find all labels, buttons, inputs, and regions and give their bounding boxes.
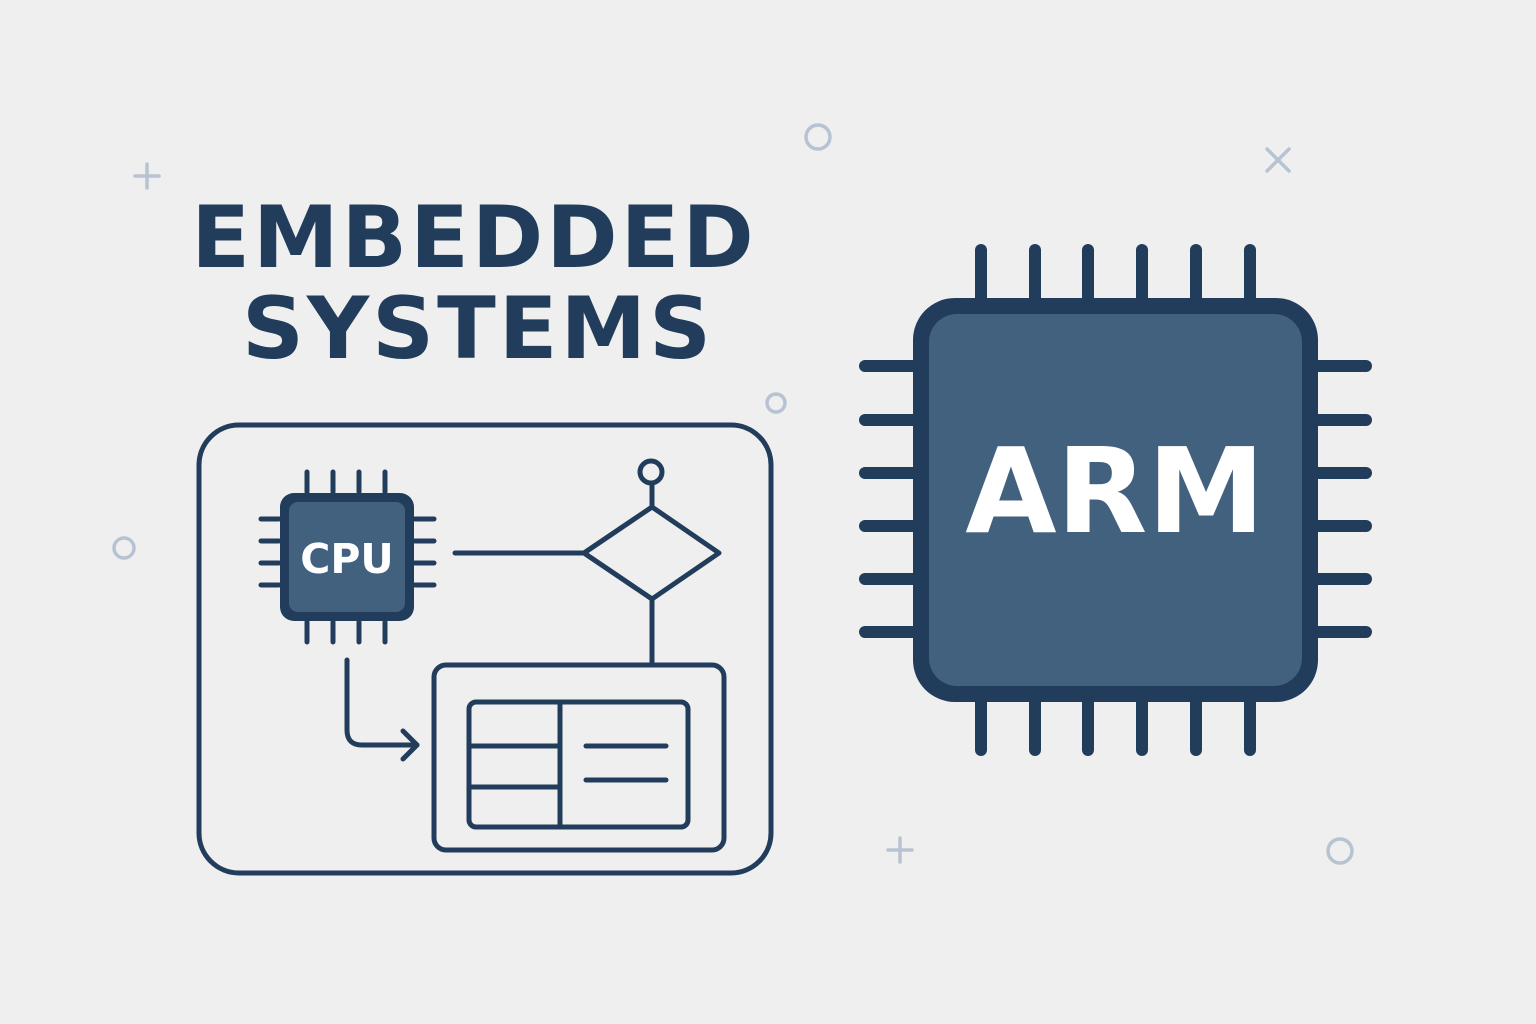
system-board bbox=[196, 422, 774, 876]
cpu-label: CPU bbox=[300, 535, 393, 583]
connector-lines bbox=[344, 480, 722, 762]
circle-icon bbox=[1326, 837, 1354, 865]
cpu-chip-icon: CPU bbox=[258, 469, 437, 645]
circle-icon bbox=[112, 536, 136, 560]
x-icon bbox=[1265, 147, 1291, 173]
arm-chip-icon: ARM bbox=[859, 244, 1372, 756]
arm-label: ARM bbox=[965, 422, 1265, 560]
node-circle-icon bbox=[637, 458, 665, 486]
decorations bbox=[112, 123, 1354, 865]
plus-icon bbox=[886, 836, 914, 864]
memory-module bbox=[431, 662, 727, 853]
title-line-2: SYSTEMS bbox=[242, 279, 714, 379]
title-line-1: EMBEDDED bbox=[191, 188, 757, 288]
circle-icon bbox=[804, 123, 832, 151]
plus-icon bbox=[133, 162, 161, 190]
circle-icon bbox=[765, 392, 787, 414]
